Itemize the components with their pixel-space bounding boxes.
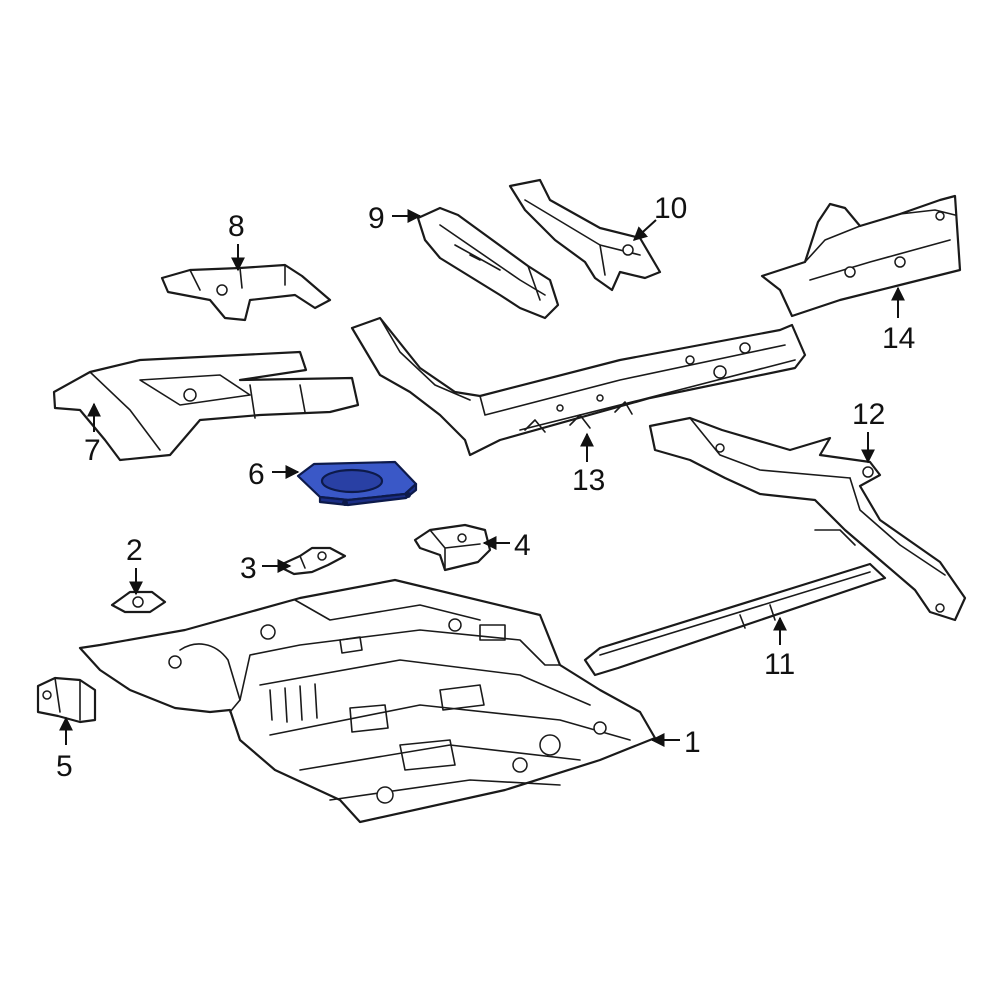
part-12-rear-frame[interactable]: [648, 416, 967, 622]
callout-12[interactable]: 12: [852, 398, 885, 431]
part-14-side-member-rear[interactable]: [760, 194, 962, 318]
callout-10[interactable]: 10: [654, 192, 687, 225]
callout-2[interactable]: 2: [126, 534, 143, 567]
part-11-sill-rail[interactable]: [583, 562, 887, 677]
callout-8[interactable]: 8: [228, 210, 245, 243]
callout-9[interactable]: 9: [368, 202, 385, 235]
callout-1[interactable]: 1: [684, 726, 701, 759]
part-4-bracket[interactable]: [413, 523, 492, 572]
callout-13[interactable]: 13: [572, 464, 605, 497]
callout-11[interactable]: 11: [764, 648, 795, 681]
leader-10: [632, 219, 657, 241]
callout-5[interactable]: 5: [56, 750, 73, 783]
callout-7[interactable]: 7: [84, 434, 101, 467]
part-2-bracket[interactable]: [110, 590, 167, 614]
callout-14[interactable]: 14: [882, 322, 915, 355]
part-9-side-member[interactable]: [416, 206, 560, 320]
part-1-floor-pan[interactable]: [78, 578, 657, 824]
part-7-rear-floor[interactable]: [52, 350, 360, 462]
callout-4[interactable]: 4: [514, 529, 531, 562]
part-6-cover-plate[interactable]: [296, 460, 418, 507]
part-8-crossmember[interactable]: [160, 263, 332, 322]
callout-6[interactable]: 6: [248, 458, 265, 491]
part-3-bracket[interactable]: [276, 546, 347, 576]
part-13-side-rail[interactable]: [350, 316, 807, 457]
part-5-bracket[interactable]: [36, 676, 97, 724]
callout-3[interactable]: 3: [240, 552, 257, 585]
part-10-side-member[interactable]: [508, 178, 662, 292]
